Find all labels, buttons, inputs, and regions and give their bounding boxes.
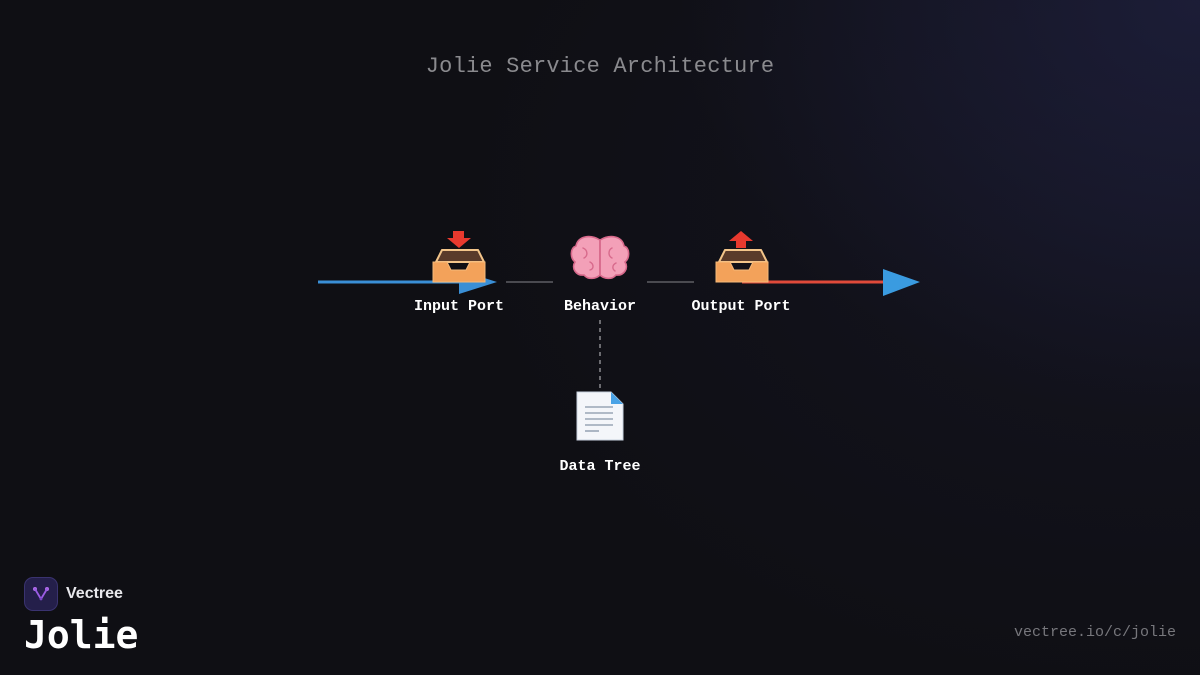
outbox-tray-icon <box>715 231 769 283</box>
course-url[interactable]: vectree.io/c/jolie <box>1013 624 1176 641</box>
brand-block: Vectree Jolie <box>24 577 138 657</box>
page-icon <box>576 391 624 441</box>
node-label-data-tree: Data Tree <box>559 458 641 475</box>
node-label-input-port: Input Port <box>413 298 504 315</box>
page-title: Jolie Service Architecture <box>425 54 775 79</box>
node-label-output-port: Output Port <box>691 298 791 315</box>
brain-icon <box>570 235 630 280</box>
brand-name: Vectree <box>66 585 123 602</box>
vectree-logo-icon <box>24 577 58 611</box>
node-label-behavior: Behavior <box>563 298 636 315</box>
product-name: Jolie <box>24 613 139 657</box>
outgoing-arrowhead <box>883 269 920 296</box>
inbox-tray-icon <box>432 231 486 283</box>
